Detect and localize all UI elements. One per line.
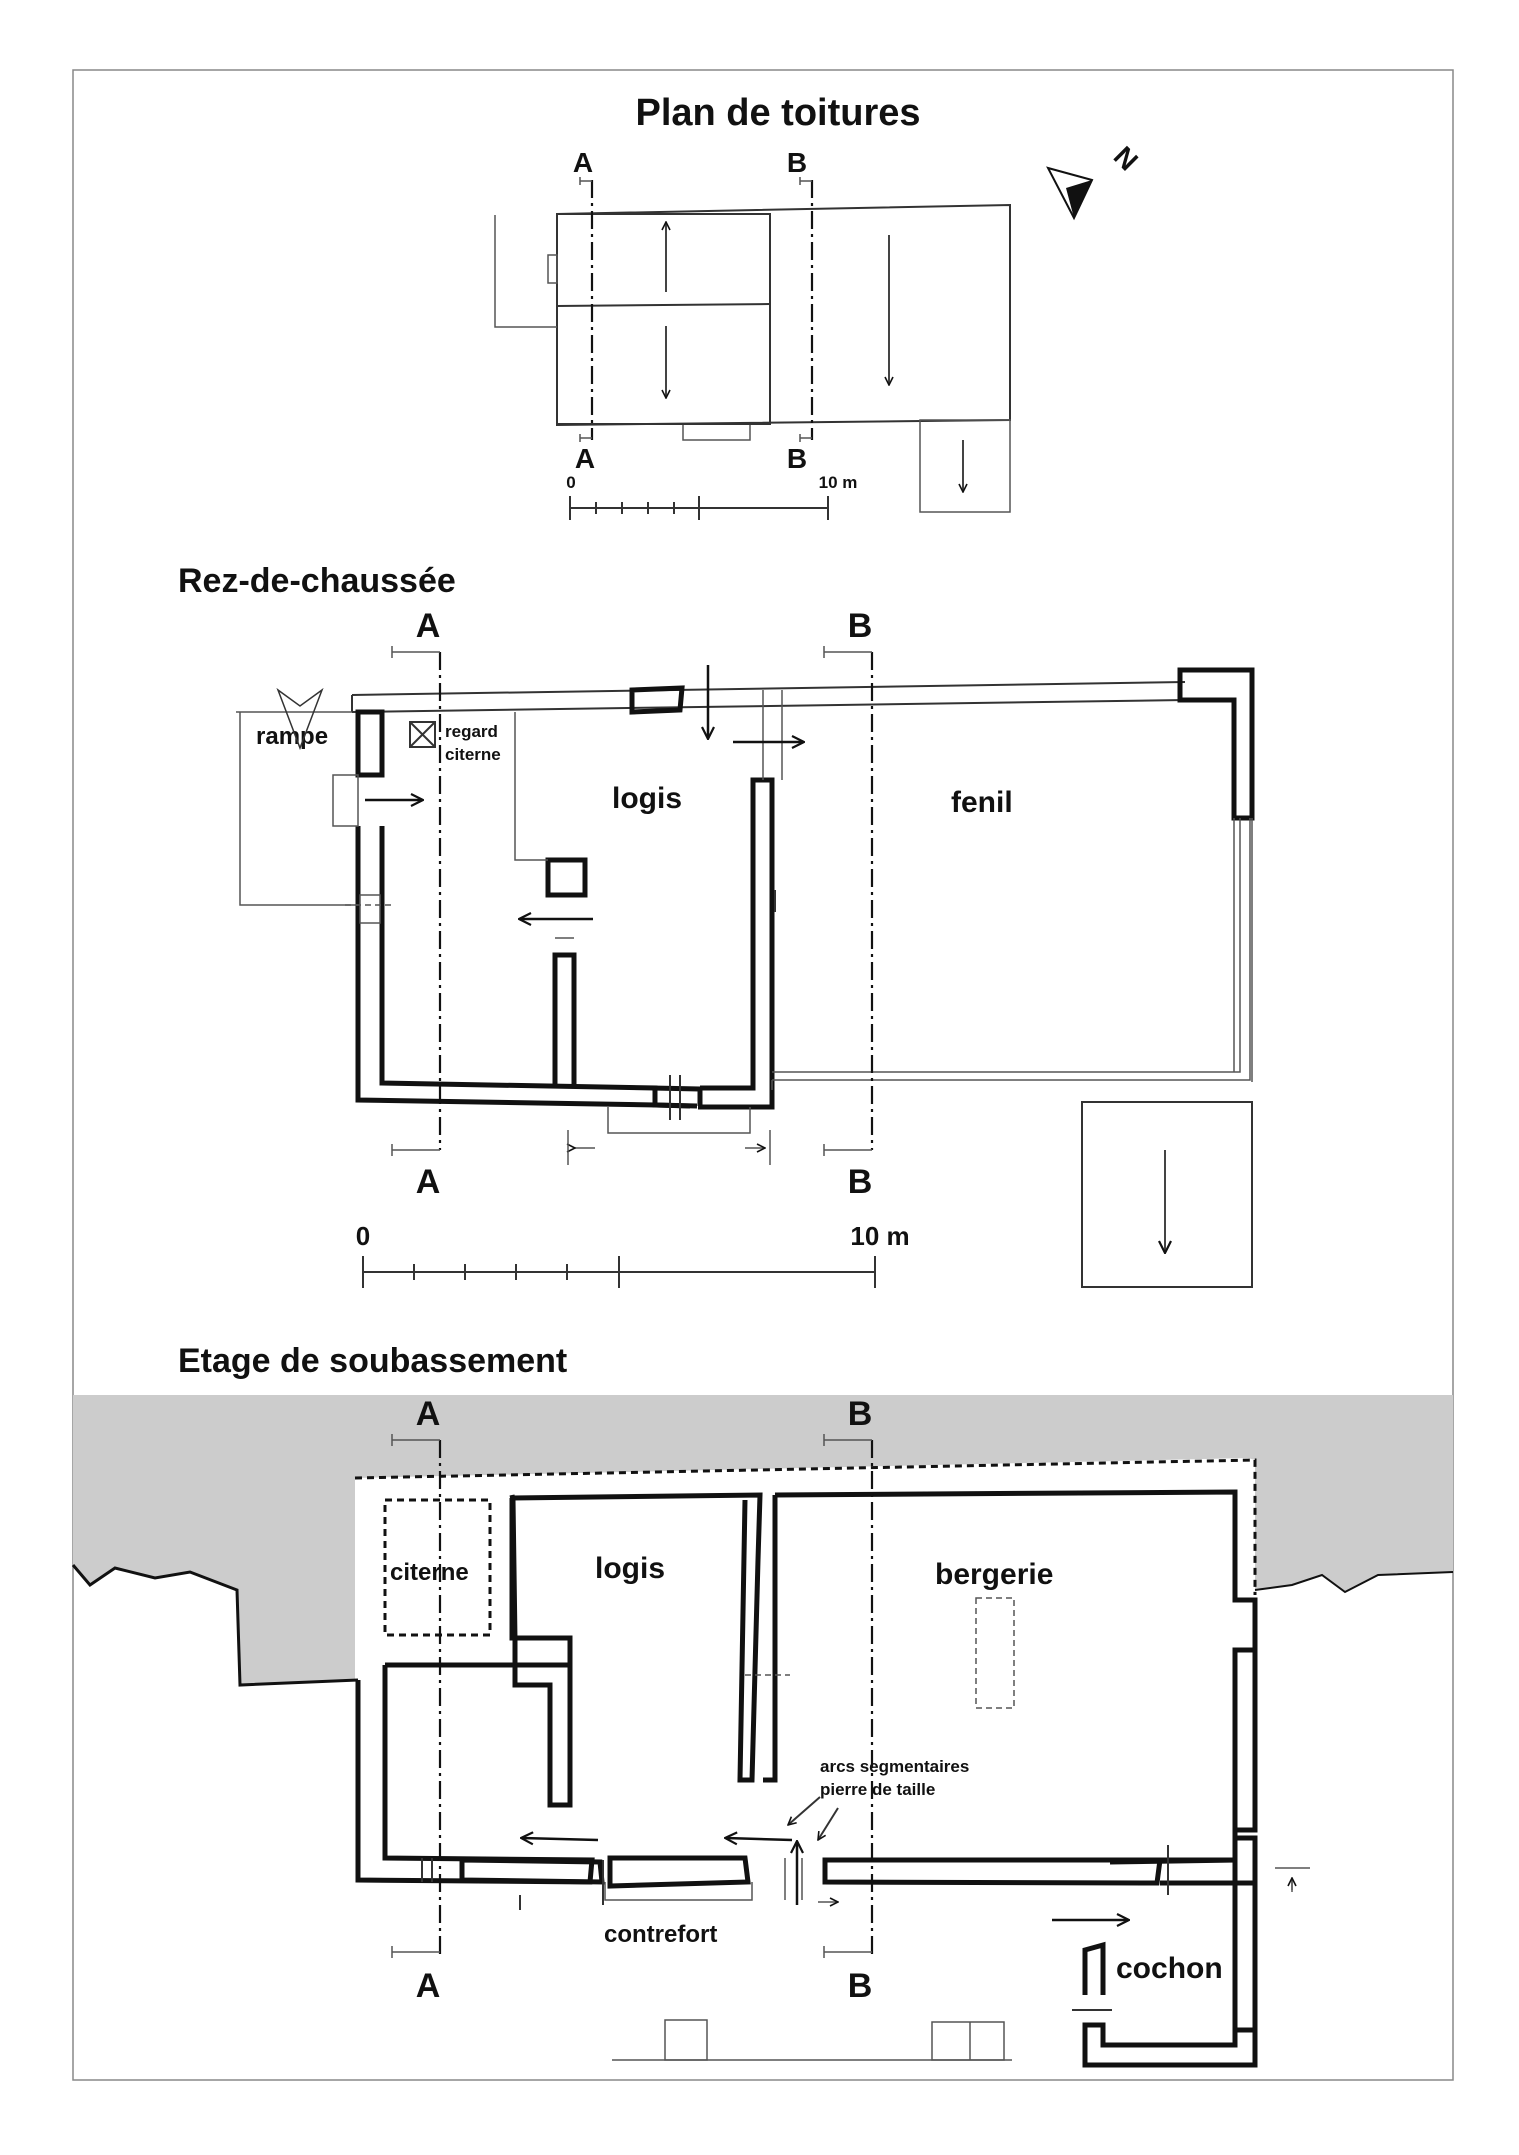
basement-title: Etage de soubassement: [178, 1342, 567, 1380]
roof-scale-bar: 0 10 m: [566, 473, 857, 520]
ground-floor-plan: Rez-de-chaussée: [178, 562, 1255, 1288]
room-logis-basement: logis: [595, 1552, 665, 1585]
label-contrefort: contrefort: [604, 1921, 717, 1948]
basement-cut-a-bottom: A: [416, 1967, 441, 2005]
roof-cut-b-bottom: B: [787, 443, 807, 474]
basement-cut-a-top: A: [416, 1395, 441, 1433]
roof-scale-ten: 10 m: [819, 473, 858, 492]
terrain-fill: [73, 1395, 1453, 1685]
room-bergerie: bergerie: [935, 1558, 1053, 1591]
room-logis-ground: logis: [612, 782, 682, 815]
roof-scale-zero: 0: [566, 473, 575, 492]
ground-scale-bar: 0 10 m: [356, 1221, 910, 1288]
roof-cut-a-top: A: [573, 147, 593, 178]
basement-cut-b-bottom: B: [848, 1967, 873, 2005]
roof-plan: Plan de toitures N A B A B: [494, 92, 1144, 520]
label-arcs-segmentaires: arcs segmentaires: [820, 1757, 969, 1776]
north-label: N: [1108, 140, 1144, 176]
ground-scale-zero: 0: [356, 1221, 370, 1251]
room-fenil: fenil: [951, 786, 1013, 819]
north-arrow-icon: N: [1046, 140, 1144, 221]
ground-cut-b-bottom: B: [848, 1163, 873, 1201]
basement-cut-b-top: B: [848, 1395, 873, 1433]
rampe-arrow-icon: [276, 687, 324, 751]
ground-cut-a-bottom: A: [416, 1163, 441, 1201]
label-regard-citerne: citerne: [445, 745, 501, 764]
roof-plan-title: Plan de toitures: [635, 92, 920, 134]
ground-floor-title: Rez-de-chaussée: [178, 562, 456, 600]
sheet-frame: [72, 69, 1454, 2081]
label-pierre-de-taille: pierre de taille: [820, 1780, 935, 1799]
regard-icon: [409, 721, 436, 748]
roof-cut-b-top: B: [787, 147, 807, 178]
roof-cut-a-bottom: A: [575, 443, 595, 474]
room-cochon: cochon: [1116, 1952, 1223, 1985]
label-regard: regard: [445, 722, 498, 741]
room-citerne: citerne: [390, 1559, 469, 1586]
basement-plan: Etage de soubassement: [71, 1342, 1454, 2068]
ground-cut-b-top: B: [848, 607, 873, 645]
ground-cut-a-top: A: [416, 607, 441, 645]
ground-scale-ten: 10 m: [850, 1221, 909, 1251]
